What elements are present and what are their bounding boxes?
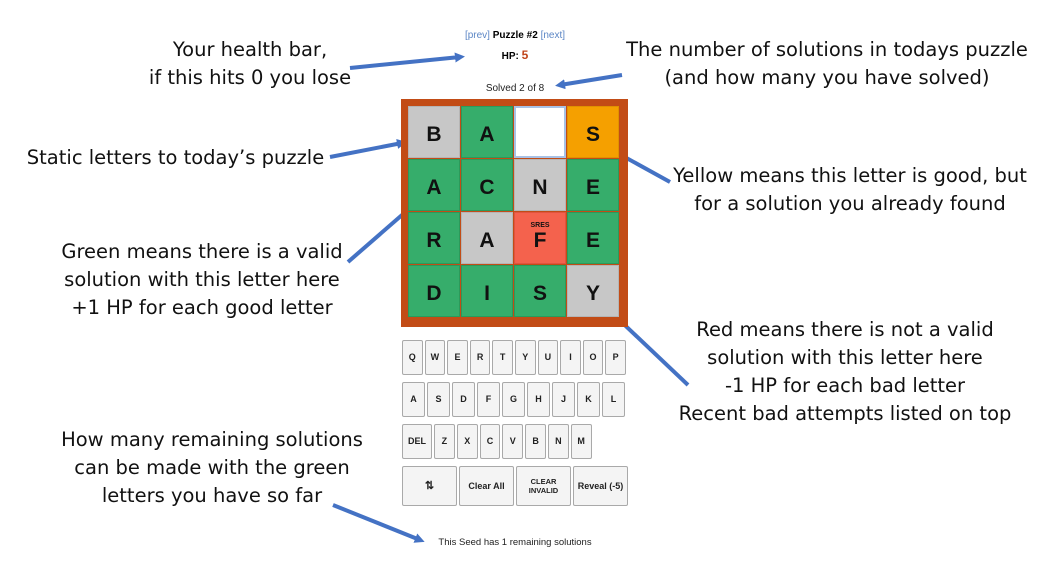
board-cell-green[interactable]: R bbox=[408, 212, 460, 264]
key-y[interactable]: Y bbox=[514, 340, 536, 375]
board-cell-green[interactable]: E bbox=[567, 159, 619, 211]
keyboard-row-actions: ⇅ Clear All CLEAR INVALID Reveal (-5) bbox=[402, 466, 628, 506]
callout-red: Red means there is not a valid solution … bbox=[678, 318, 1012, 425]
cell-letter: E bbox=[585, 176, 600, 199]
clear-all-button[interactable]: Clear All bbox=[459, 466, 514, 506]
board-cell-gray[interactable]: Y bbox=[567, 265, 619, 317]
hp-label: HP: bbox=[501, 51, 519, 62]
key-f[interactable]: F bbox=[477, 382, 500, 417]
key-p[interactable]: P bbox=[605, 340, 626, 375]
key-z[interactable]: Z bbox=[434, 424, 455, 459]
clear-invalid-button[interactable]: CLEAR INVALID bbox=[516, 466, 571, 506]
cell-letter: S bbox=[585, 123, 600, 146]
cell-letter: D bbox=[426, 282, 442, 305]
key-o[interactable]: O bbox=[582, 340, 604, 375]
puzzle-title: Puzzle #2 bbox=[492, 30, 538, 41]
cell-letter: I bbox=[484, 282, 490, 305]
callout-health: Your health bar, if this hits 0 you lose bbox=[148, 38, 352, 89]
arrow-health bbox=[349, 52, 465, 70]
remaining-solutions-text: This Seed has 1 remaining solutions bbox=[438, 537, 592, 548]
key-r[interactable]: R bbox=[469, 340, 491, 375]
board-cell-green[interactable]: D bbox=[408, 265, 460, 317]
key-d[interactable]: D bbox=[452, 382, 475, 417]
key-a[interactable]: A bbox=[402, 382, 425, 417]
key-n[interactable]: N bbox=[547, 424, 569, 459]
key-m[interactable]: M bbox=[570, 424, 592, 459]
cell-letter: N bbox=[532, 176, 548, 199]
board-cell-green[interactable]: A bbox=[461, 106, 513, 158]
key-w[interactable]: W bbox=[424, 340, 446, 375]
reveal-button[interactable]: Reveal (-5) bbox=[573, 466, 628, 506]
cell-letter: A bbox=[426, 176, 442, 199]
board-cell-green[interactable]: S bbox=[514, 265, 566, 317]
key-q[interactable]: Q bbox=[402, 340, 423, 375]
swap-arrows-icon[interactable]: ⇅ bbox=[402, 466, 457, 506]
key-g[interactable]: G bbox=[502, 382, 525, 417]
board-cell-gray[interactable]: B bbox=[408, 106, 460, 158]
callout-solutions: The number of solutions in todays puzzle… bbox=[626, 38, 1028, 89]
puzzle-nav: [prev] Puzzle #2 [next] bbox=[420, 30, 610, 41]
hp-value: 5 bbox=[521, 48, 529, 62]
key-s[interactable]: S bbox=[427, 382, 450, 417]
bad-attempts-list: SRES bbox=[530, 222, 550, 229]
key-l[interactable]: L bbox=[602, 382, 625, 417]
board-cell-green[interactable]: A bbox=[408, 159, 460, 211]
cell-letter: R bbox=[426, 229, 442, 252]
board-cell-gray[interactable]: A bbox=[461, 212, 513, 264]
cell-letter: F bbox=[533, 229, 547, 252]
cell-letter: Y bbox=[585, 282, 600, 305]
key-b[interactable]: B bbox=[525, 424, 546, 459]
next-link[interactable]: [next] bbox=[540, 30, 566, 41]
health-bar: HP: 5 bbox=[480, 48, 550, 62]
cell-letter: B bbox=[426, 123, 442, 146]
key-x[interactable]: X bbox=[456, 424, 478, 459]
board-cell-green[interactable]: I bbox=[461, 265, 513, 317]
cell-letter: C bbox=[479, 176, 495, 199]
key-k[interactable]: K bbox=[577, 382, 600, 417]
arrow-remaining bbox=[332, 503, 425, 543]
cell-letter: S bbox=[532, 282, 547, 305]
key-u[interactable]: U bbox=[537, 340, 559, 375]
prev-link[interactable]: [prev] bbox=[464, 30, 490, 41]
solved-count: Solved 2 of 8 bbox=[485, 83, 545, 94]
key-h[interactable]: H bbox=[527, 382, 550, 417]
callout-remaining: How many remaining solutions can be made… bbox=[61, 428, 363, 507]
callout-yellow: Yellow means this letter is good, but fo… bbox=[673, 164, 1027, 215]
callout-static: Static letters to today’s puzzle bbox=[26, 146, 325, 169]
board-cell-gray[interactable]: N bbox=[514, 159, 566, 211]
key-t[interactable]: T bbox=[492, 340, 513, 375]
key-c[interactable]: C bbox=[479, 424, 501, 459]
arrow-solutions bbox=[555, 73, 623, 90]
key-v[interactable]: V bbox=[502, 424, 524, 459]
callout-green: Green means there is a valid solution wi… bbox=[61, 240, 343, 319]
cell-letter: A bbox=[479, 123, 495, 146]
arrow-static bbox=[329, 139, 407, 159]
delete-key[interactable]: DEL bbox=[402, 424, 432, 459]
board-cell-orange[interactable]: S bbox=[567, 106, 619, 158]
key-e[interactable]: E bbox=[447, 340, 468, 375]
board-cell-green[interactable]: E bbox=[567, 212, 619, 264]
key-j[interactable]: J bbox=[552, 382, 575, 417]
cell-letter: E bbox=[585, 229, 600, 252]
board-cell-empty[interactable] bbox=[514, 106, 566, 158]
cell-letter: A bbox=[479, 229, 495, 252]
board-cell-green[interactable]: C bbox=[461, 159, 513, 211]
key-i[interactable]: I bbox=[560, 340, 581, 375]
